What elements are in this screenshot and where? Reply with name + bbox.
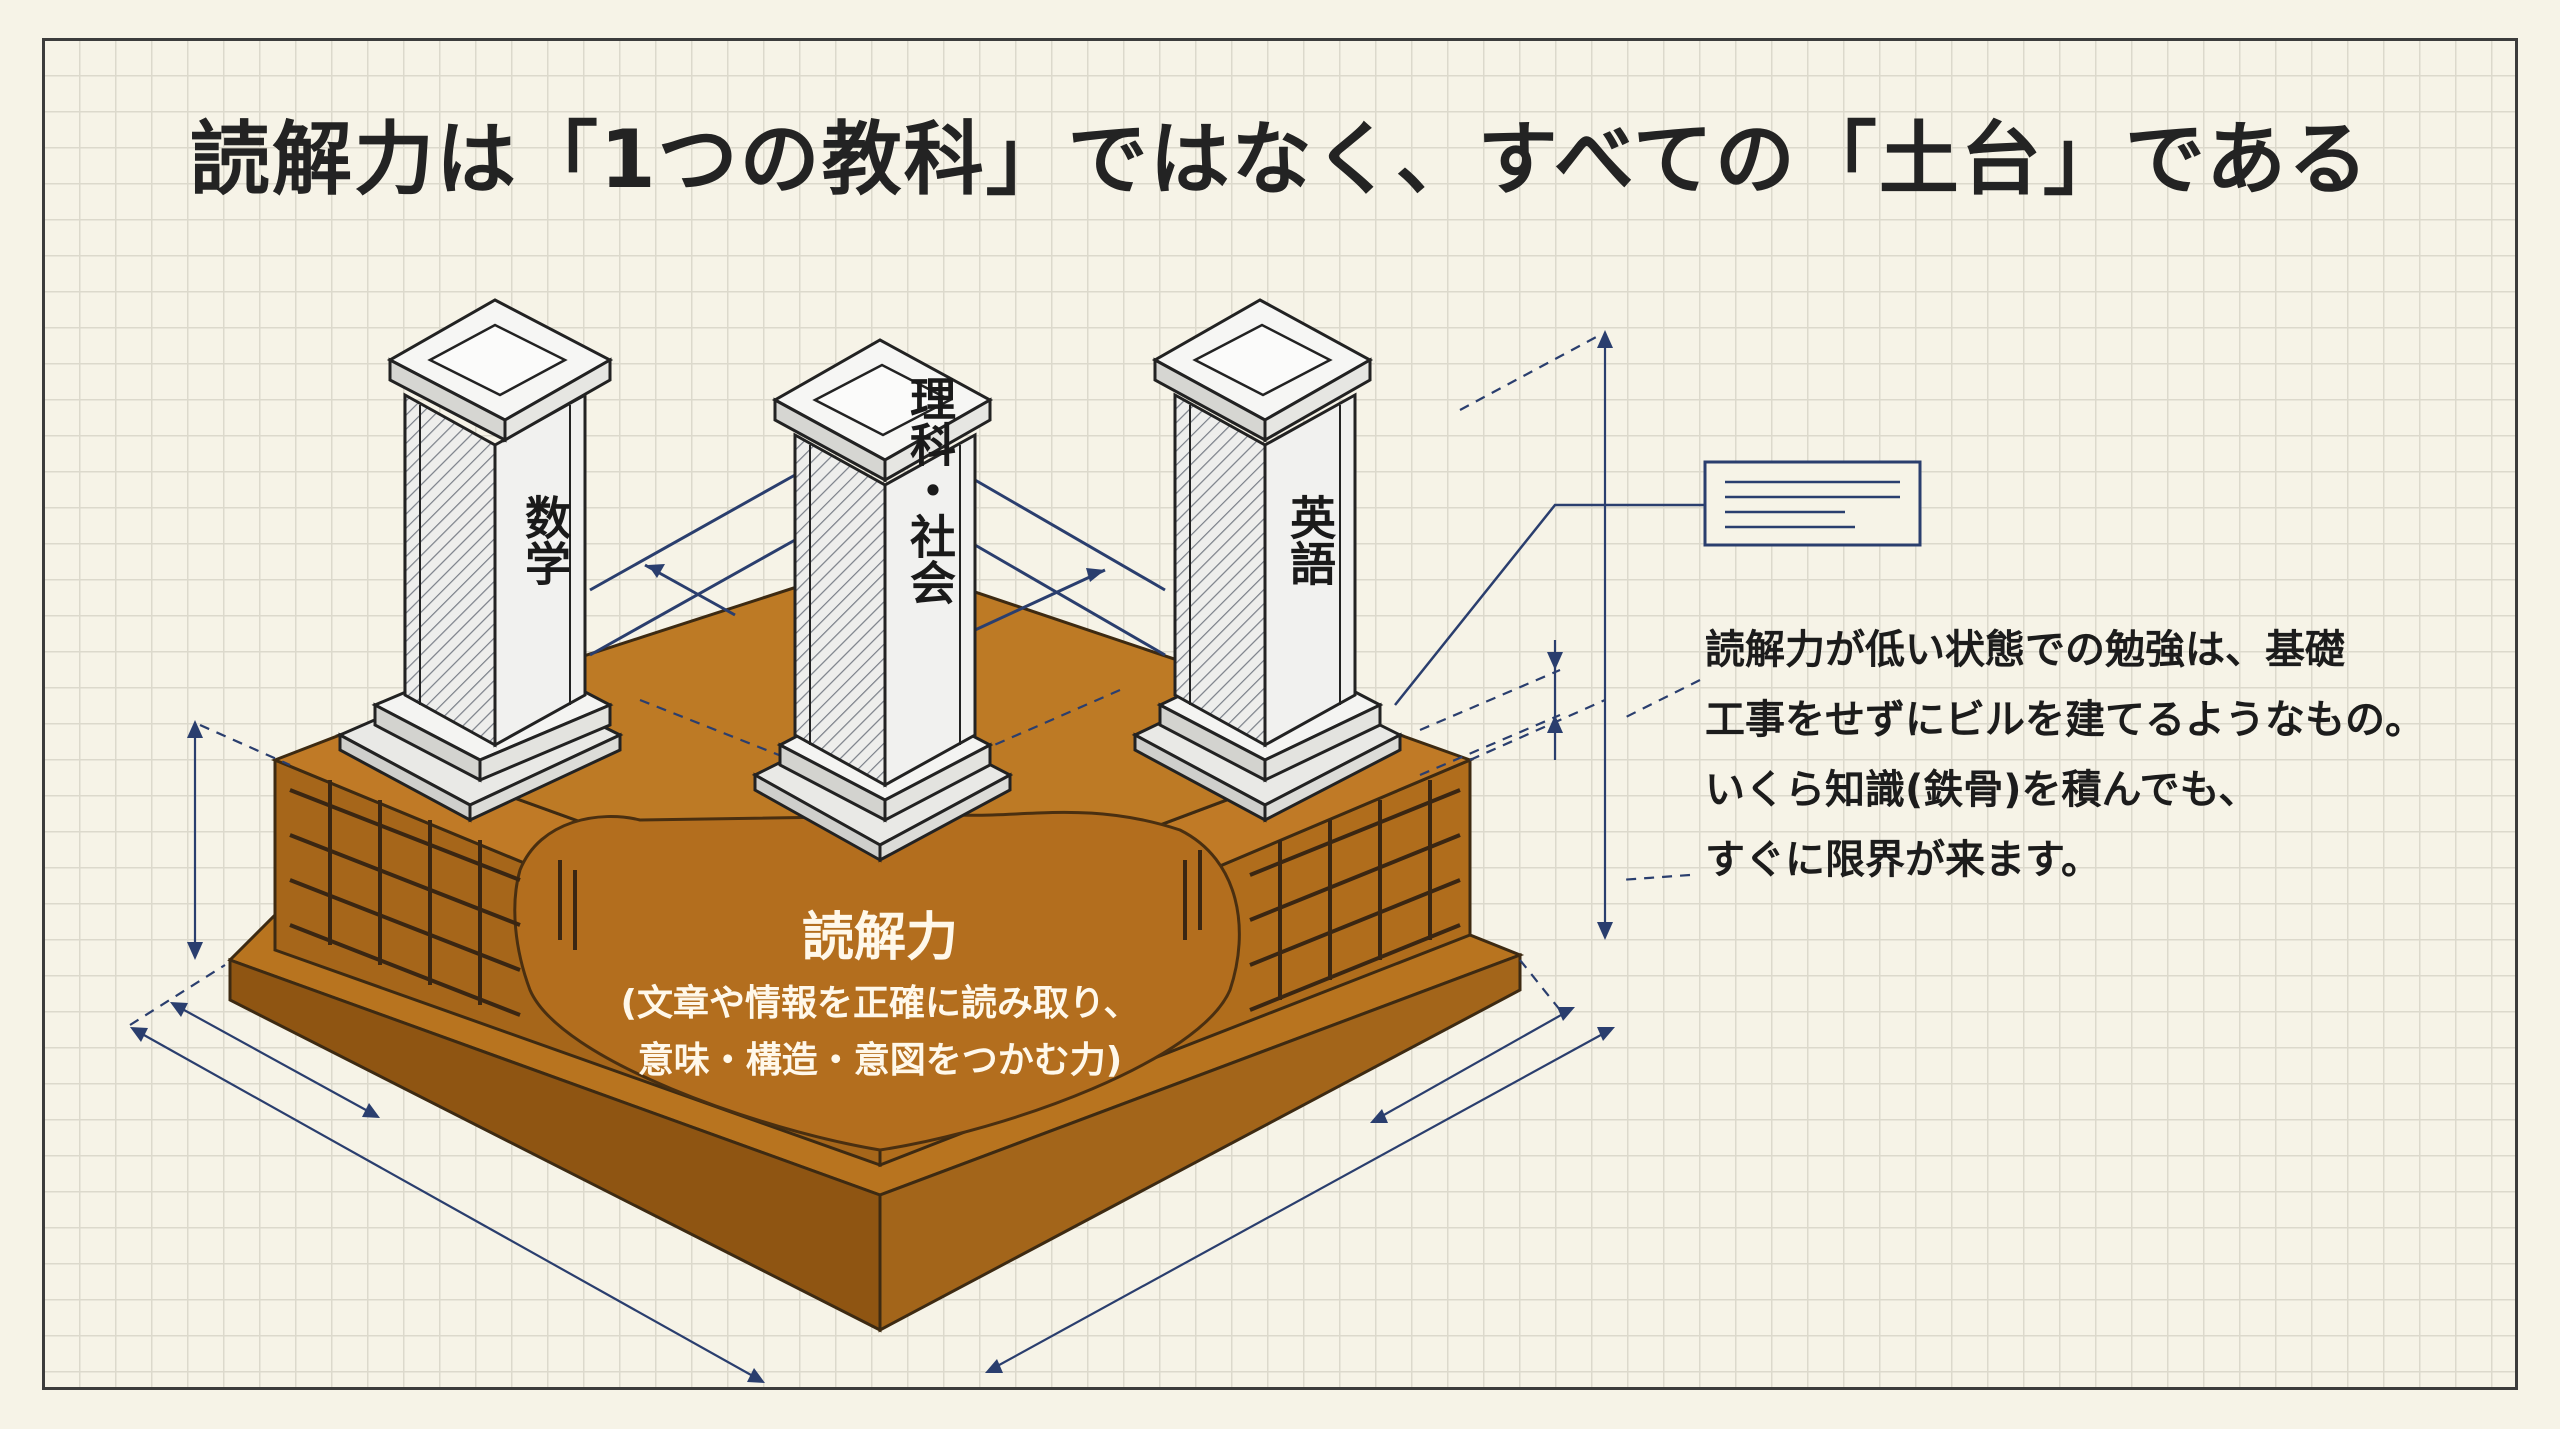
description-text: 読解力が低い状態での勉強は、基礎 工事をせずにビルを建てるようなもの。 いくら知… <box>1705 615 2425 895</box>
pillar-math-label: 数学 <box>518 494 572 586</box>
dimension-lines <box>129 330 1701 1383</box>
foundation-label: 読解力 <box>802 908 958 968</box>
pillar-english <box>1131 298 1404 823</box>
pillar-science-social <box>751 338 1014 863</box>
description-line: 工事をせずにビルを建てるようなもの。 <box>1705 697 2425 743</box>
description-line: 読解力が低い状態での勉強は、基礎 <box>1705 627 2345 673</box>
description-line: すぐに限界が来ます。 <box>1705 837 2101 883</box>
foundation-sub-line2: 意味・構造・意図をつかむ力) <box>638 1040 1122 1081</box>
description-line: いくら知識(鉄骨)を積んでも、 <box>1705 767 2259 813</box>
foundation-sub-line1: (文章や情報を正確に読み取り、 <box>620 982 1139 1024</box>
beams <box>589 473 1166 657</box>
callout-note <box>1394 460 1922 706</box>
pillar-science-social-label: 理科・社会 <box>903 375 957 605</box>
pillar-english-label: 英語 <box>1283 494 1337 586</box>
pillar-math <box>336 298 624 823</box>
page-title: 読解力は「1つの教科」ではなく、すべての「土台」である <box>189 113 2371 206</box>
